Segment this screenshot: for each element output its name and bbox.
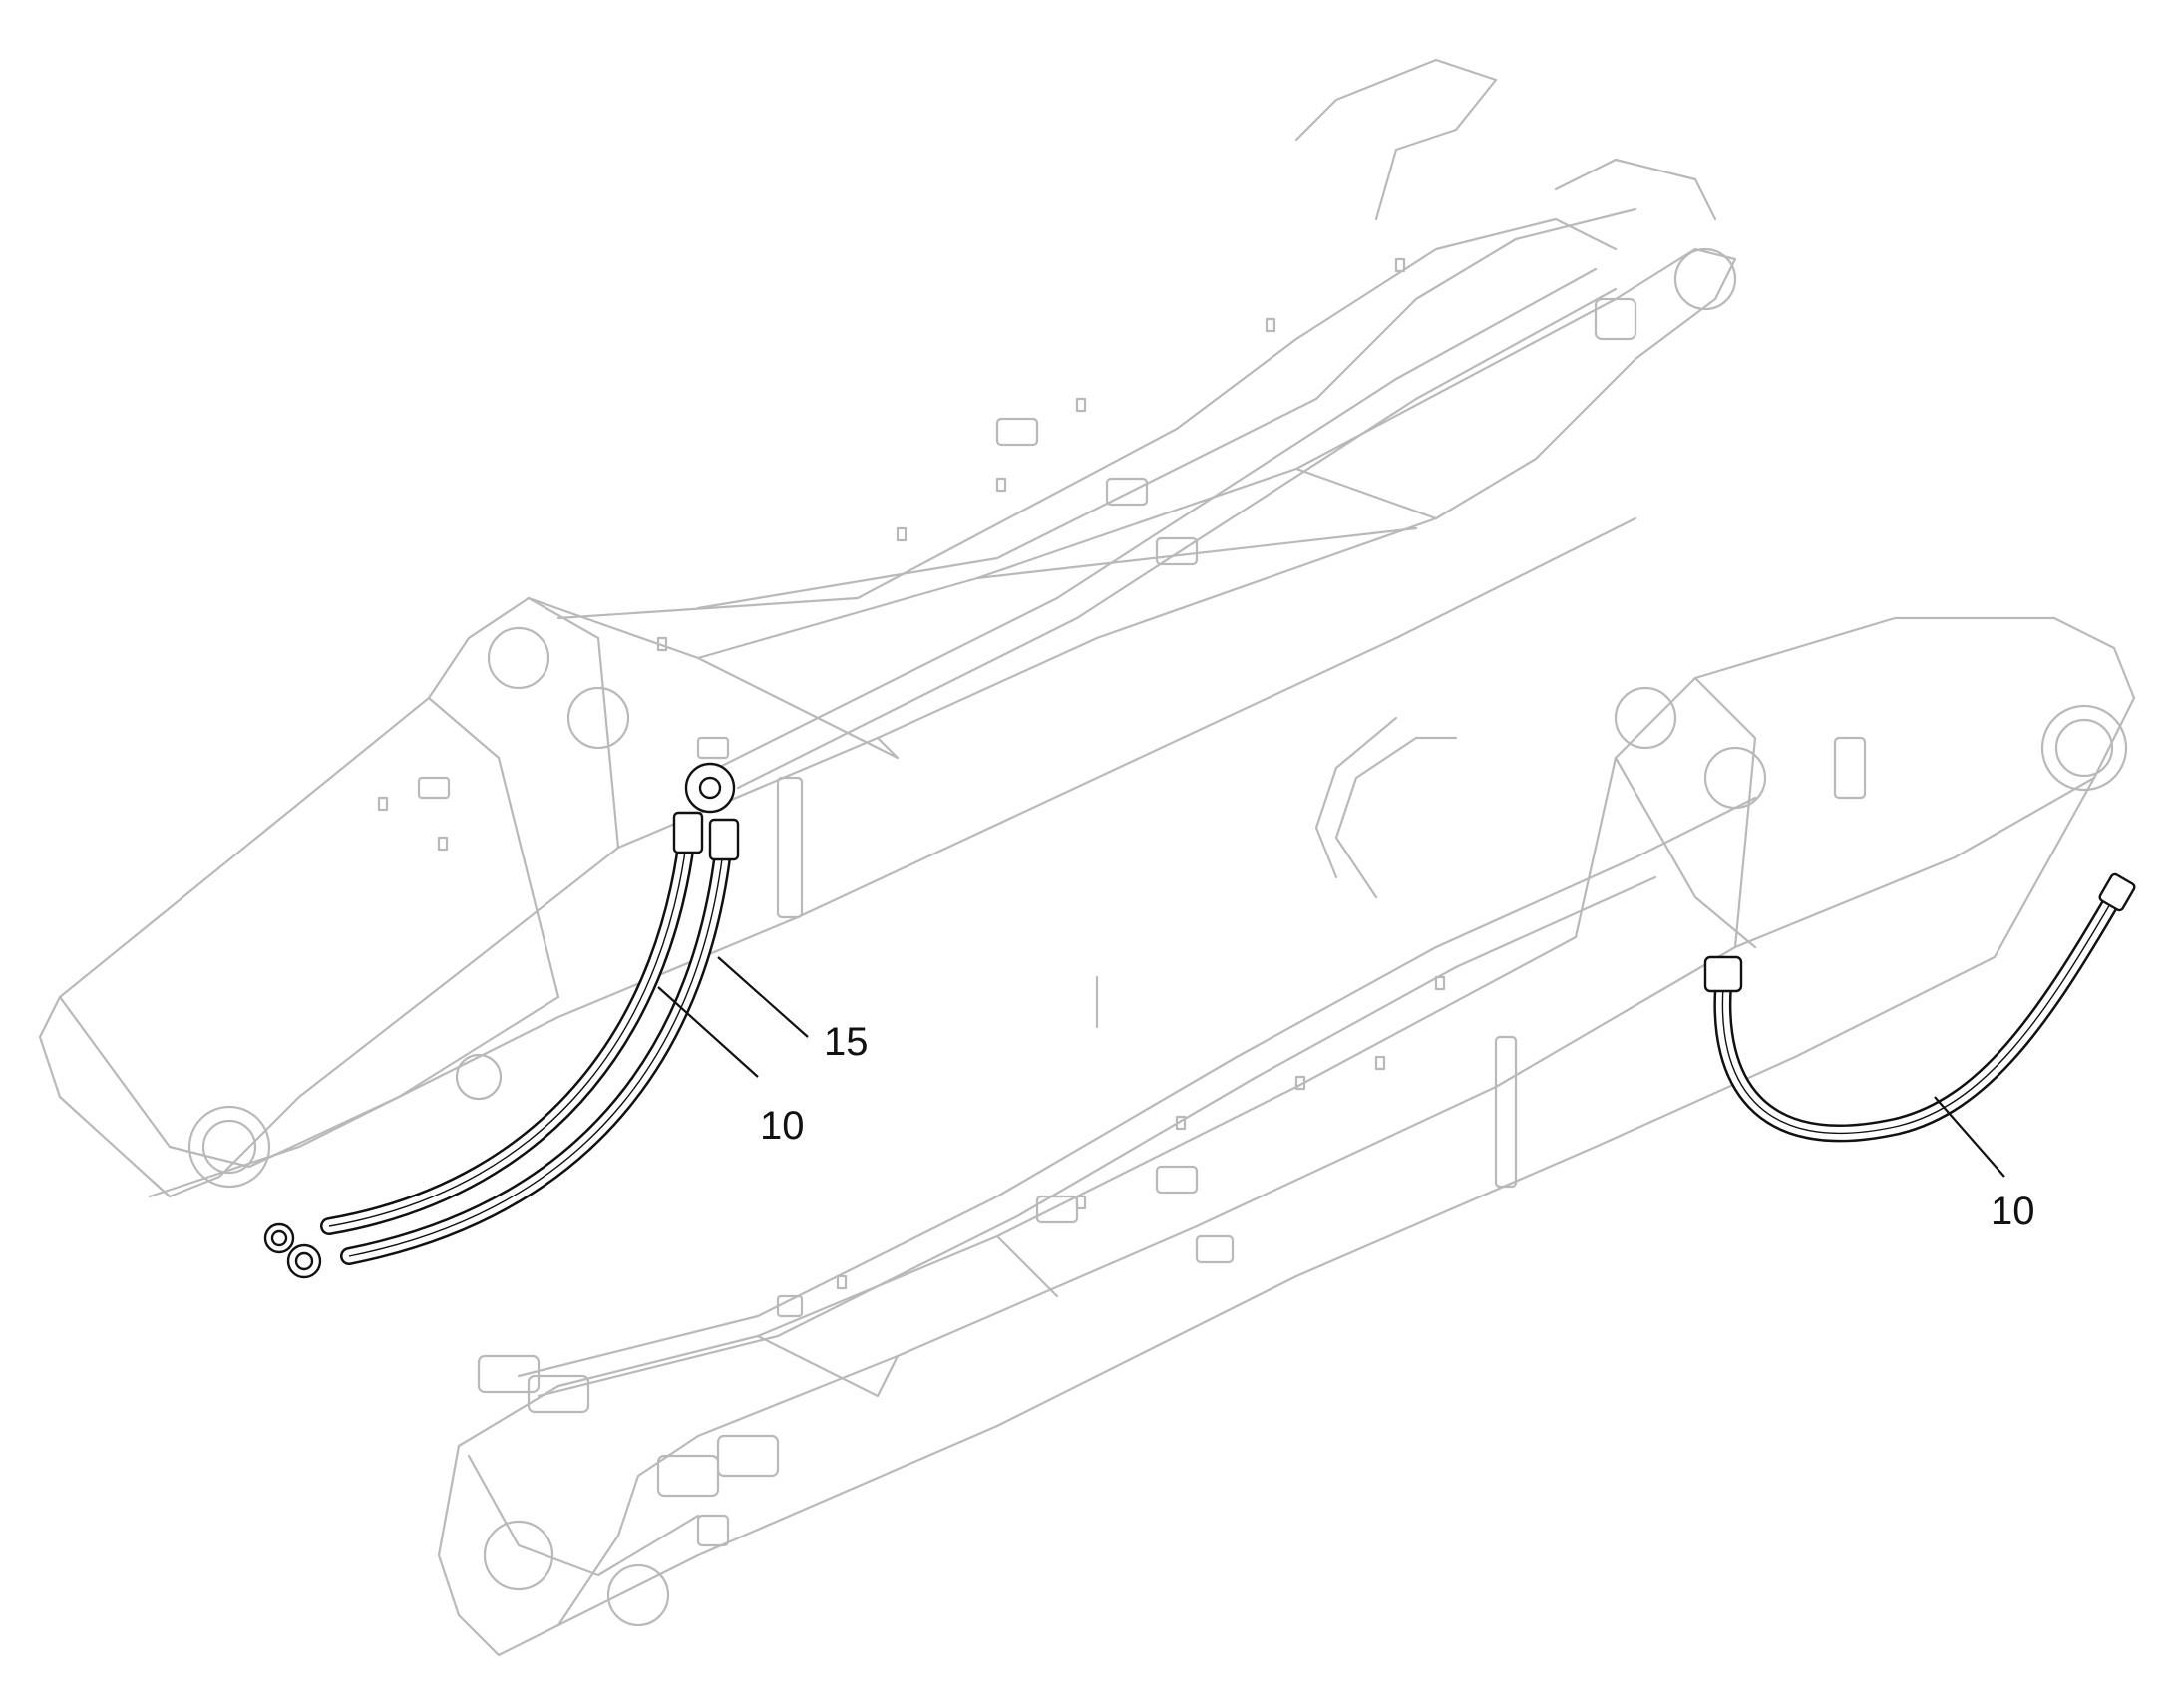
callout-15: 15 <box>717 956 869 1064</box>
hose-end-fittings <box>263 762 740 1279</box>
callout-label-15: 15 <box>824 1020 869 1064</box>
lower-boom <box>437 616 2136 1657</box>
callout-label-10-upper: 10 <box>760 1104 805 1148</box>
upper-boom <box>38 58 1737 1198</box>
hose-10-upper <box>320 819 697 1235</box>
hose-15-upper <box>340 834 733 1265</box>
callout-10-upper: 10 <box>657 986 805 1148</box>
callout-10-lower: 10 <box>1934 1096 2035 1233</box>
hose-10-lower <box>1703 872 2136 1143</box>
callout-label-10-lower: 10 <box>1991 1190 2035 1233</box>
